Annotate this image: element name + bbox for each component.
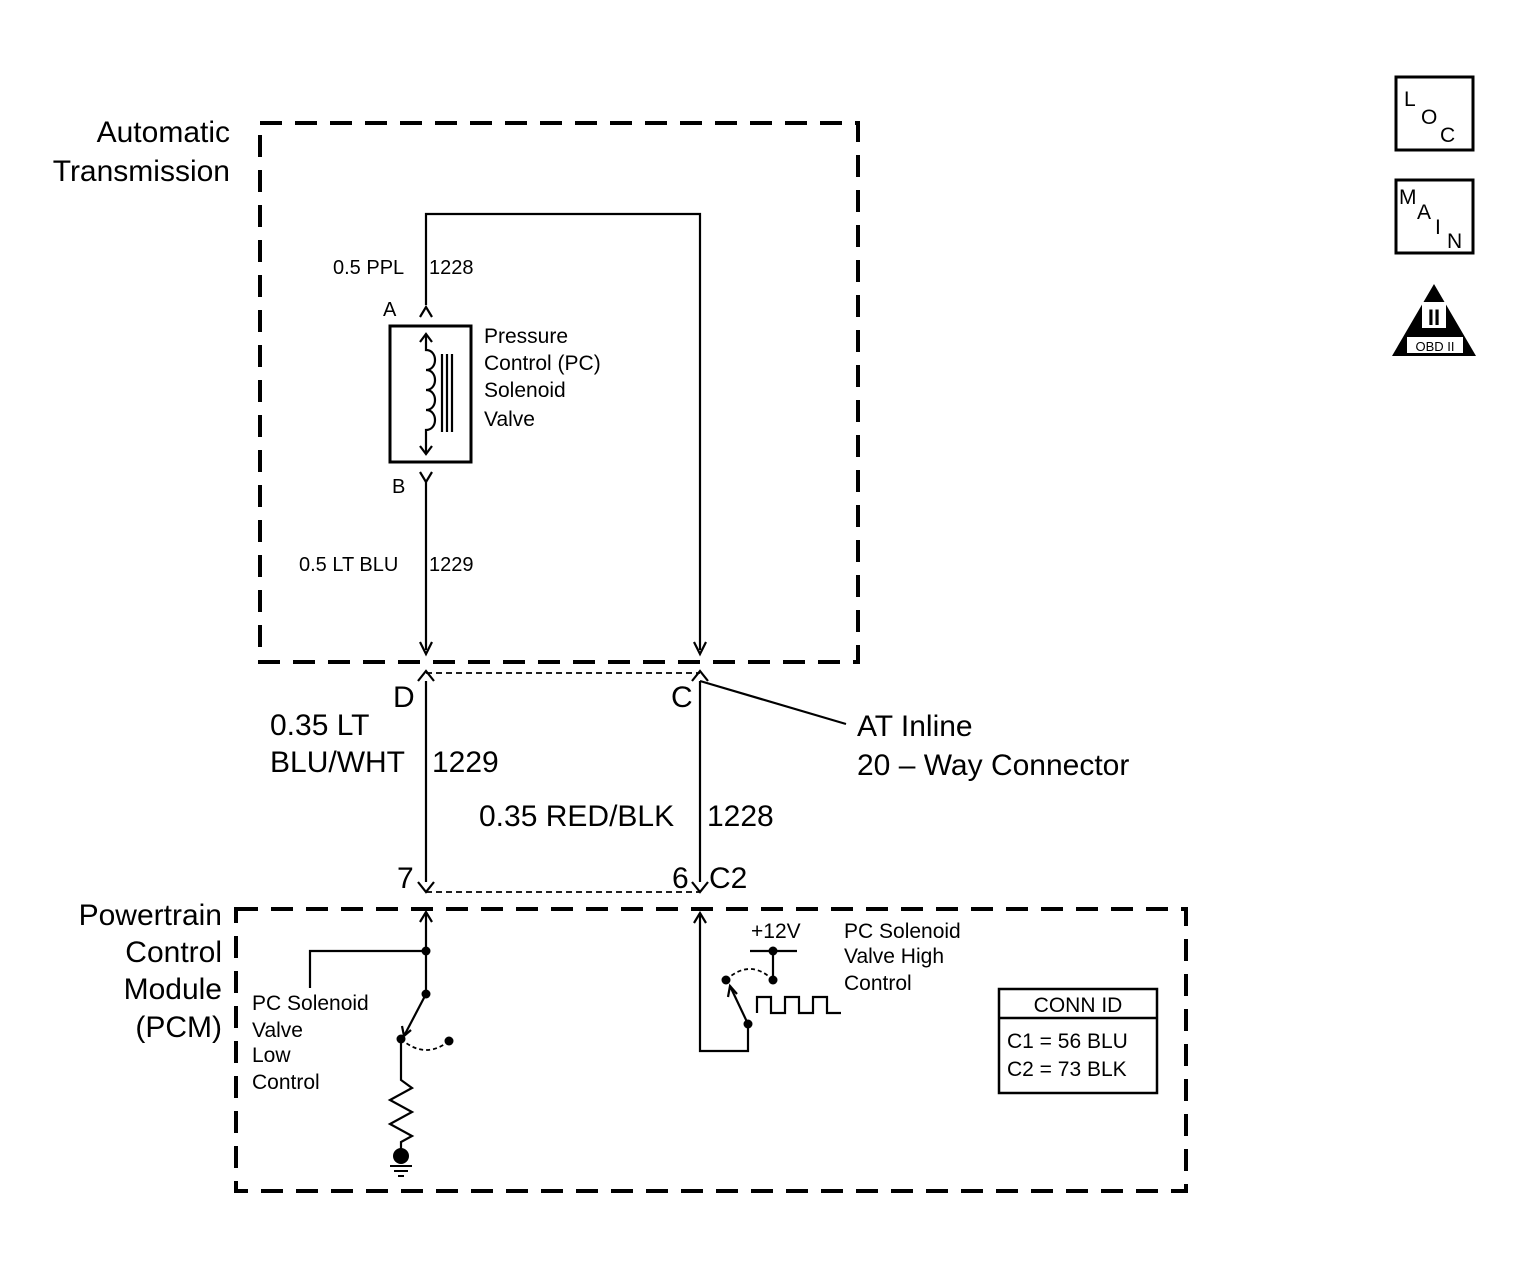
inline-pin-d: D <box>393 681 415 714</box>
low-control-label-line2: Valve <box>252 1019 303 1042</box>
high-control-label-line1: PC Solenoid <box>844 920 961 943</box>
conn-id-table <box>997 987 1159 1095</box>
terminal-b-label: B <box>392 476 405 498</box>
pcm-connector-c2: C2 <box>709 862 747 895</box>
svg-text:A: A <box>1417 201 1431 224</box>
solenoid-label-line1: Pressure <box>484 325 568 348</box>
conn-id-row2: C2 = 73 BLK <box>1007 1058 1127 1081</box>
terminal-a-label: A <box>383 299 397 321</box>
conn-id-row1: C1 = 56 BLU <box>1007 1030 1128 1053</box>
inline-connector-mark <box>417 669 709 682</box>
pcm-boundary <box>234 907 1188 1193</box>
high-control-circuit <box>693 910 841 1053</box>
pcm-title-line2: Control <box>125 936 222 969</box>
solenoid-label-line2: Control (PC) <box>484 352 601 375</box>
main-icon[interactable]: M A I N <box>1394 178 1475 255</box>
obd-ii-icon[interactable]: II OBD II <box>1392 284 1476 356</box>
wire-left-circuit: 1229 <box>432 746 499 779</box>
svg-text:OBD II: OBD II <box>1415 339 1454 354</box>
wire-left-gauge-line1: 0.35 LT <box>270 709 370 742</box>
high-control-label-line3: Control <box>844 972 912 995</box>
wire-1228-internal <box>424 212 707 657</box>
svg-text:C: C <box>1440 124 1455 147</box>
transmission-title-line2: Transmission <box>53 155 230 188</box>
wire-top-gauge-color: 0.5 PPL <box>333 257 404 279</box>
pcm-pin-6: 6 <box>672 862 689 895</box>
pcm-title-line1: Powertrain <box>79 899 222 932</box>
inline-connector-label-line2: 20 – Way Connector <box>857 749 1129 782</box>
conn-id-title: CONN ID <box>1034 994 1123 1017</box>
svg-text:L: L <box>1404 88 1416 111</box>
wire-right-gauge-color: 0.35 RED/BLK <box>479 800 674 833</box>
inline-connector-label-line1: AT Inline <box>857 710 973 743</box>
pcm-connector-mark <box>417 881 709 894</box>
svg-text:M: M <box>1399 186 1417 209</box>
low-control-circuit <box>308 909 454 1177</box>
transmission-title-line1: Automatic <box>97 116 230 149</box>
pc-solenoid-valve <box>388 324 473 464</box>
terminal-b-mark <box>419 471 433 485</box>
svg-text:I: I <box>1435 216 1441 239</box>
pcm-title-line4: (PCM) <box>135 1011 222 1044</box>
supply-12v-label: +12V <box>751 920 801 943</box>
svg-text:N: N <box>1447 230 1462 253</box>
wire-bottom-circuit: 1229 <box>429 554 474 576</box>
solenoid-label-line4: Valve <box>484 408 535 431</box>
terminal-a-mark <box>419 304 433 318</box>
pcm-title-line3: Module <box>124 973 222 1006</box>
wire-bottom-gauge-color: 0.5 LT BLU <box>299 554 398 576</box>
low-control-label-line1: PC Solenoid <box>252 992 369 1015</box>
solenoid-label-line3: Solenoid <box>484 379 566 402</box>
svg-text:II: II <box>1428 305 1440 330</box>
high-control-label-line2: Valve High <box>844 945 944 968</box>
svg-text:O: O <box>1421 106 1437 129</box>
wire-top-circuit: 1228 <box>429 257 474 279</box>
inline-pin-c: C <box>671 681 693 714</box>
inline-connector-leader <box>699 679 847 726</box>
wire-right-circuit: 1228 <box>707 800 774 833</box>
low-control-label-line4: Control <box>252 1071 320 1094</box>
pcm-pin-7: 7 <box>397 862 414 895</box>
wire-left-gauge-line2: BLU/WHT <box>270 746 405 779</box>
transmission-boundary <box>258 121 860 664</box>
loc-icon[interactable]: L O C <box>1394 75 1475 152</box>
wire-1229-internal <box>419 482 433 657</box>
low-control-label-line3: Low <box>252 1044 291 1067</box>
